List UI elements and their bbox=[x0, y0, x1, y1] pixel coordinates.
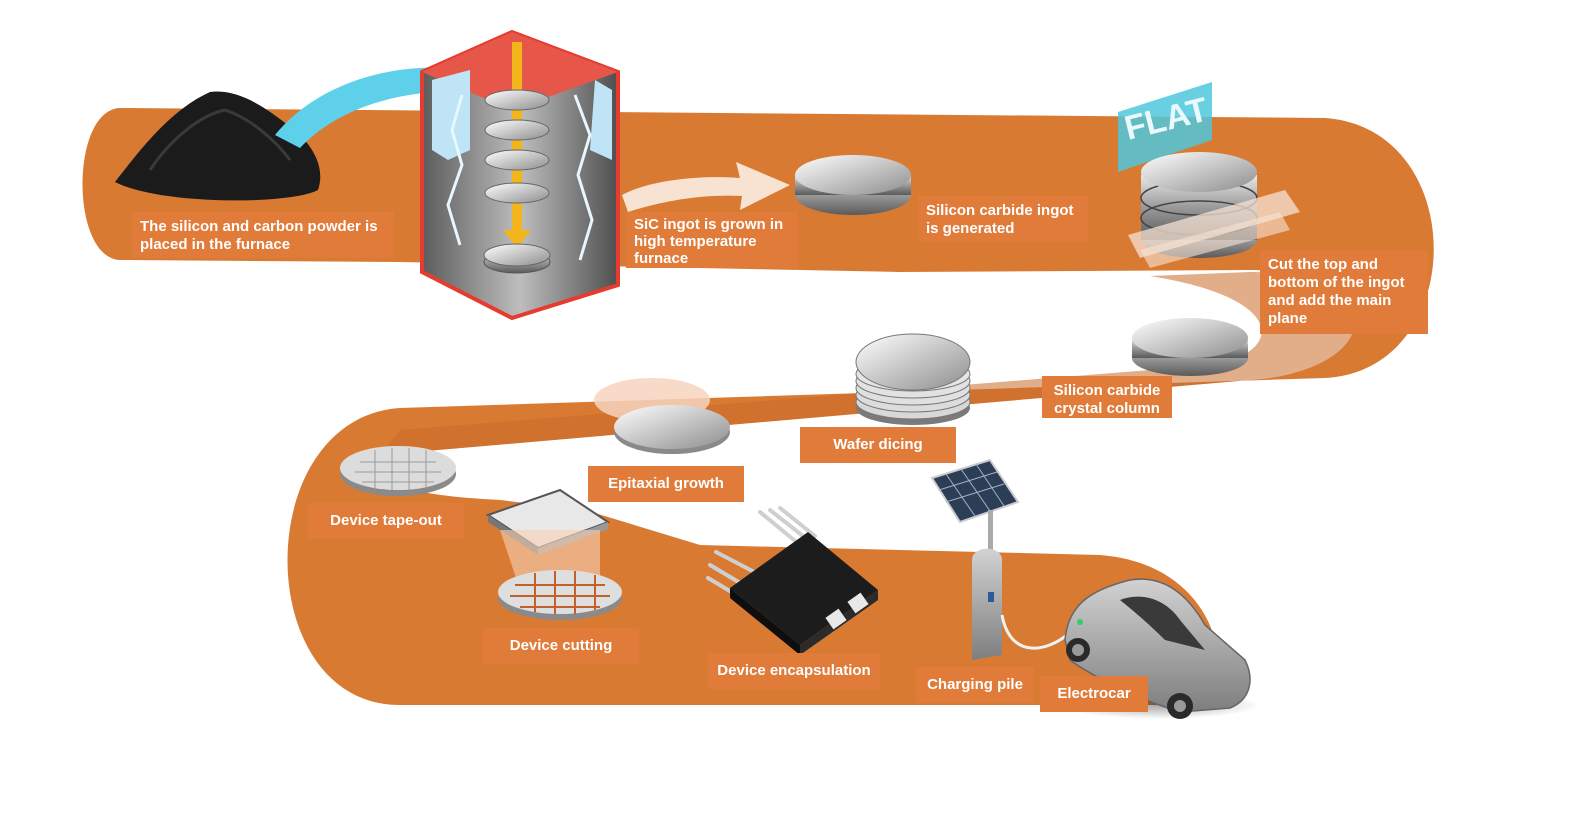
label-generated: Silicon carbide ingot is generated bbox=[918, 196, 1088, 242]
furnace-icon bbox=[420, 29, 620, 321]
label-column: Silicon carbide crystal column bbox=[1042, 376, 1172, 418]
tapeout-wafer-icon bbox=[340, 446, 456, 496]
power-module-icon bbox=[706, 506, 878, 655]
label-charging: Charging pile bbox=[916, 667, 1034, 703]
label-electrocar: Electrocar bbox=[1040, 676, 1148, 712]
label-grown: SiC ingot is grown in high temperature f… bbox=[626, 212, 798, 268]
charging-pile-icon bbox=[930, 458, 1080, 660]
sic-ingot-icon bbox=[795, 155, 911, 215]
label-powder: The silicon and carbon powder is placed … bbox=[132, 212, 394, 258]
label-epitaxial: Epitaxial growth bbox=[588, 466, 744, 502]
crystal-column-icon bbox=[1132, 318, 1248, 376]
label-cut: Cut the top and bottom of the ingot and … bbox=[1260, 250, 1428, 334]
label-tapeout: Device tape-out bbox=[308, 503, 464, 539]
growth-arrow-icon bbox=[622, 162, 790, 212]
carbon-powder-icon bbox=[115, 91, 321, 201]
wafer-stack-icon bbox=[855, 333, 971, 425]
label-encapsulation: Device encapsulation bbox=[708, 653, 880, 689]
label-dicing: Wafer dicing bbox=[800, 427, 956, 463]
process-path-shade bbox=[380, 272, 1355, 455]
device-cutting-icon bbox=[485, 488, 622, 620]
label-cutting: Device cutting bbox=[483, 628, 639, 664]
cut-ingot-icon bbox=[1128, 152, 1300, 268]
epitaxial-wafer-icon bbox=[594, 378, 730, 454]
